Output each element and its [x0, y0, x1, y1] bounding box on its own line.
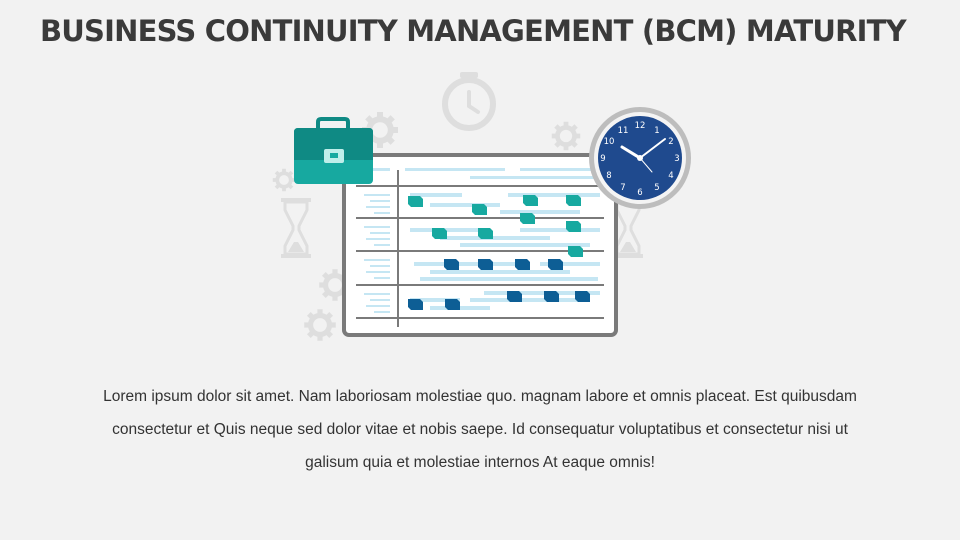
clock-number: 7	[620, 183, 625, 193]
gear-icon	[304, 309, 336, 341]
clock-number: 4	[668, 171, 673, 181]
clock-number: 11	[618, 126, 629, 136]
clock-number: 10	[604, 137, 615, 147]
clock-icon	[442, 72, 496, 131]
clock-number: 9	[600, 154, 605, 164]
briefcase-icon	[294, 117, 373, 184]
clock-number: 1	[654, 126, 659, 136]
gantt-chart-icon	[342, 153, 618, 337]
slide-title: BUSINESS CONTINUITY MANAGEMENT (BCM) MAT…	[40, 14, 907, 48]
clock-number: 8	[606, 171, 611, 181]
wall-clock-icon: 12 1 2 3 4 5 6 7 8 9 10 11	[589, 107, 691, 209]
clock-number: 2	[668, 137, 673, 147]
clock-number: 6	[637, 188, 642, 198]
gear-icon	[552, 122, 581, 151]
hourglass-icon	[279, 196, 313, 260]
clock-number: 12	[635, 121, 646, 131]
gear-icon	[270, 166, 298, 194]
clock-number: 3	[674, 154, 679, 164]
clock-number: 5	[654, 183, 659, 193]
body-text: Lorem ipsum dolor sit amet. Nam laborios…	[103, 388, 857, 471]
